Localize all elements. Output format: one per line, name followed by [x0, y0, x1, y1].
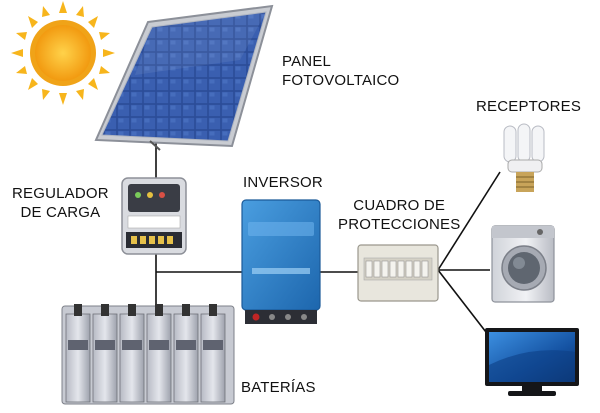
light-bulb-icon [503, 123, 545, 192]
protection-panel-label-line1: CUADRO DE [353, 197, 446, 214]
television-icon [485, 328, 579, 396]
solar-panel-icon [94, 4, 274, 151]
protection-panel-label-line2: PROTECCIONES [338, 216, 461, 233]
protection-panel-label: CUADRO DE PROTECCIONES [338, 196, 460, 234]
wiring [155, 140, 501, 346]
charge-regulator-icon [121, 177, 187, 255]
panel-label-line2: FOTOVOLTAICO [282, 72, 400, 89]
batteries-label: BATERÍAS [241, 379, 316, 396]
batteries-icon [61, 304, 235, 405]
battery-cells [65, 313, 226, 403]
sun-icon [11, 1, 115, 105]
inverter-label: INVERSOR [243, 174, 323, 191]
washing-machine-icon [491, 225, 555, 303]
regulator-label-line1: REGULADOR [12, 185, 109, 202]
regulator-label: REGULADOR DE CARGA [12, 184, 109, 222]
regulator-label-line2: DE CARGA [20, 204, 101, 221]
panel-label: PANEL FOTOVOLTAICO [282, 52, 399, 90]
wire-to-lamp [437, 171, 501, 271]
protection-panel-icon [357, 244, 439, 302]
receptors-label: RECEPTORES [476, 98, 582, 115]
panel-label-line1: PANEL [282, 53, 332, 70]
inverter-icon [241, 199, 321, 324]
